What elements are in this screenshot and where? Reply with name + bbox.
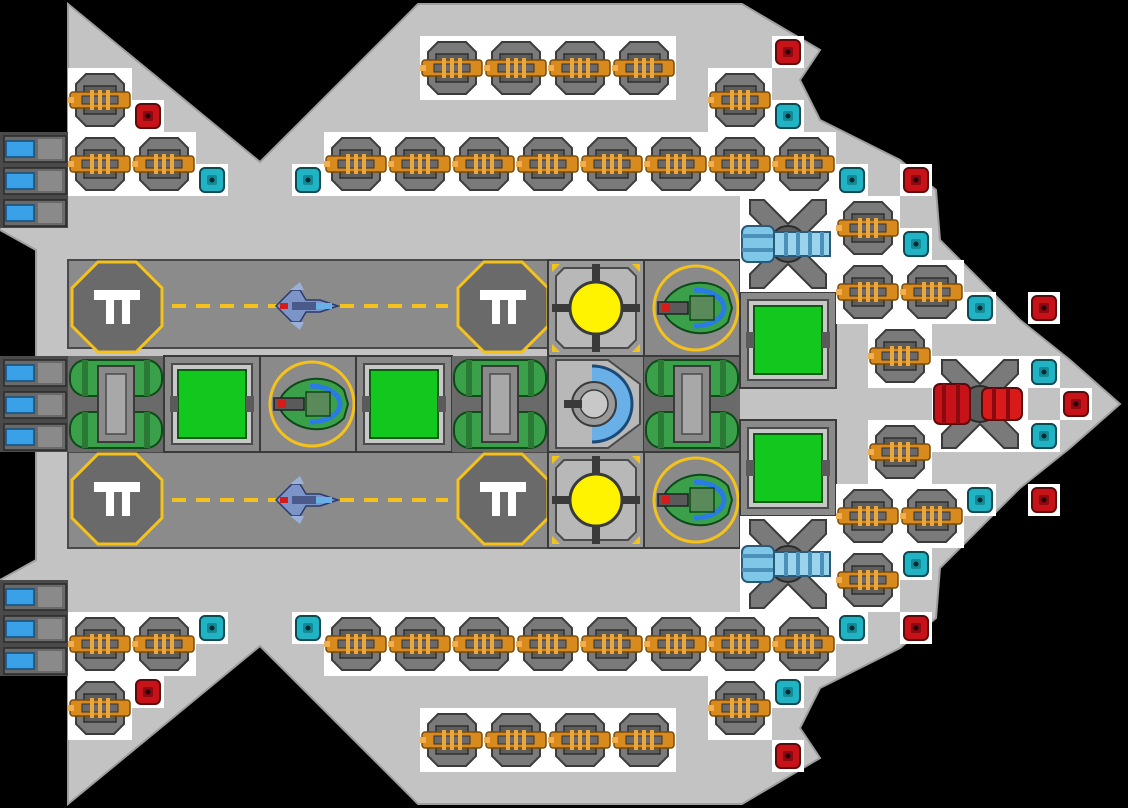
hangar-bay-top[interactable] <box>67 259 550 354</box>
green-turret-icon[interactable] <box>260 356 356 452</box>
autocannon-icon[interactable] <box>707 67 773 133</box>
autocannon-icon[interactable] <box>707 131 773 197</box>
autocannon-icon[interactable] <box>419 35 485 101</box>
red-ammo-box-icon[interactable] <box>131 675 165 709</box>
autocannon-icon[interactable] <box>835 547 901 613</box>
autocannon-icon[interactable] <box>67 67 133 133</box>
ion-engine-icon[interactable] <box>739 515 837 613</box>
red-ammo-box-icon[interactable] <box>899 611 933 645</box>
cyan-ammo-box-icon[interactable] <box>899 227 933 261</box>
landing-pad-icon <box>456 260 550 354</box>
fuel-tank-icon[interactable] <box>451 355 549 453</box>
ion-engine-icon[interactable] <box>739 195 837 293</box>
red-heavy-turret-icon[interactable] <box>931 355 1029 453</box>
cargo-container-icon[interactable] <box>739 291 837 389</box>
autocannon-icon[interactable] <box>643 131 709 197</box>
cyan-ammo-box-icon[interactable] <box>195 163 229 197</box>
cyan-ammo-box-icon[interactable] <box>835 611 869 645</box>
autocannon-icon[interactable] <box>707 611 773 677</box>
autocannon-icon[interactable] <box>451 131 517 197</box>
autocannon-icon[interactable] <box>771 611 837 677</box>
autocannon-icon[interactable] <box>611 35 677 101</box>
cargo-container-icon[interactable] <box>739 419 837 517</box>
autocannon-icon[interactable] <box>419 707 485 773</box>
autocannon-icon[interactable] <box>867 419 933 485</box>
autocannon-icon[interactable] <box>867 323 933 389</box>
autocannon-icon[interactable] <box>899 259 965 325</box>
landing-pad-icon <box>70 452 164 546</box>
autocannon-icon[interactable] <box>131 131 197 197</box>
autocannon-icon[interactable] <box>835 259 901 325</box>
red-ammo-box-icon[interactable] <box>1027 291 1061 325</box>
autocannon-icon[interactable] <box>451 611 517 677</box>
cyan-ammo-box-icon[interactable] <box>1027 419 1061 453</box>
autocannon-group-bottom-outer <box>419 707 677 773</box>
autocannon-icon[interactable] <box>387 611 453 677</box>
red-ammo-box-icon[interactable] <box>131 99 165 133</box>
cyan-ammo-box-icon[interactable] <box>195 611 229 645</box>
fuel-tank-icon[interactable] <box>643 355 741 453</box>
autocannon-icon[interactable] <box>643 611 709 677</box>
thruster-icon[interactable] <box>0 355 69 453</box>
autocannon-icon[interactable] <box>323 611 389 677</box>
autocannon-icon[interactable] <box>547 707 613 773</box>
red-ammo-box-icon[interactable] <box>1027 483 1061 517</box>
cyan-ammo-box-icon[interactable] <box>963 291 997 325</box>
fuel-tank-icon[interactable] <box>67 355 165 453</box>
autocannon-icon[interactable] <box>387 131 453 197</box>
autocannon-icon[interactable] <box>579 131 645 197</box>
autocannon-row-bottom <box>323 611 837 677</box>
thruster-icon[interactable] <box>0 131 69 229</box>
autocannon-icon[interactable] <box>67 675 133 741</box>
autocannon-icon[interactable] <box>131 611 197 677</box>
landing-pad-icon <box>70 260 164 354</box>
cyan-ammo-box-icon[interactable] <box>771 675 805 709</box>
cyan-ammo-box-icon[interactable] <box>291 163 325 197</box>
cyan-ammo-box-icon[interactable] <box>899 547 933 581</box>
cargo-container-icon[interactable] <box>163 355 261 453</box>
thruster-icon[interactable] <box>0 579 69 677</box>
autocannon-icon[interactable] <box>67 611 133 677</box>
cyan-ammo-box-icon[interactable] <box>963 483 997 517</box>
autocannon-icon[interactable] <box>323 131 389 197</box>
cyan-ammo-box-icon[interactable] <box>835 163 869 197</box>
reactor-icon[interactable] <box>546 450 646 550</box>
green-turret-icon[interactable] <box>644 452 740 548</box>
red-ammo-box-icon[interactable] <box>1059 387 1093 421</box>
autocannon-icon[interactable] <box>835 195 901 261</box>
cyan-ammo-box-icon[interactable] <box>771 99 805 133</box>
red-ammo-box-icon[interactable] <box>771 35 805 69</box>
autocannon-icon[interactable] <box>611 707 677 773</box>
autocannon-icon[interactable] <box>547 35 613 101</box>
autocannon-icon[interactable] <box>67 131 133 197</box>
autocannon-group-top-outer <box>419 35 677 101</box>
autocannon-icon[interactable] <box>515 611 581 677</box>
landing-pad-icon <box>456 452 550 546</box>
green-turret-icon[interactable] <box>644 260 740 356</box>
bridge-cockpit-icon[interactable] <box>546 354 646 454</box>
autocannon-icon[interactable] <box>483 707 549 773</box>
reactor-icon[interactable] <box>546 258 646 358</box>
autocannon-icon[interactable] <box>483 35 549 101</box>
hangar-bay-bottom[interactable] <box>67 451 550 549</box>
autocannon-icon[interactable] <box>899 483 965 549</box>
autocannon-icon[interactable] <box>579 611 645 677</box>
autocannon-row-top <box>323 131 837 197</box>
autocannon-icon[interactable] <box>771 131 837 197</box>
autocannon-icon[interactable] <box>835 483 901 549</box>
cargo-container-icon[interactable] <box>355 355 453 453</box>
cyan-ammo-box-icon[interactable] <box>1027 355 1061 389</box>
autocannon-icon[interactable] <box>707 675 773 741</box>
red-ammo-box-icon[interactable] <box>771 739 805 773</box>
red-ammo-box-icon[interactable] <box>899 163 933 197</box>
autocannon-icon[interactable] <box>515 131 581 197</box>
cyan-ammo-box-icon[interactable] <box>291 611 325 645</box>
